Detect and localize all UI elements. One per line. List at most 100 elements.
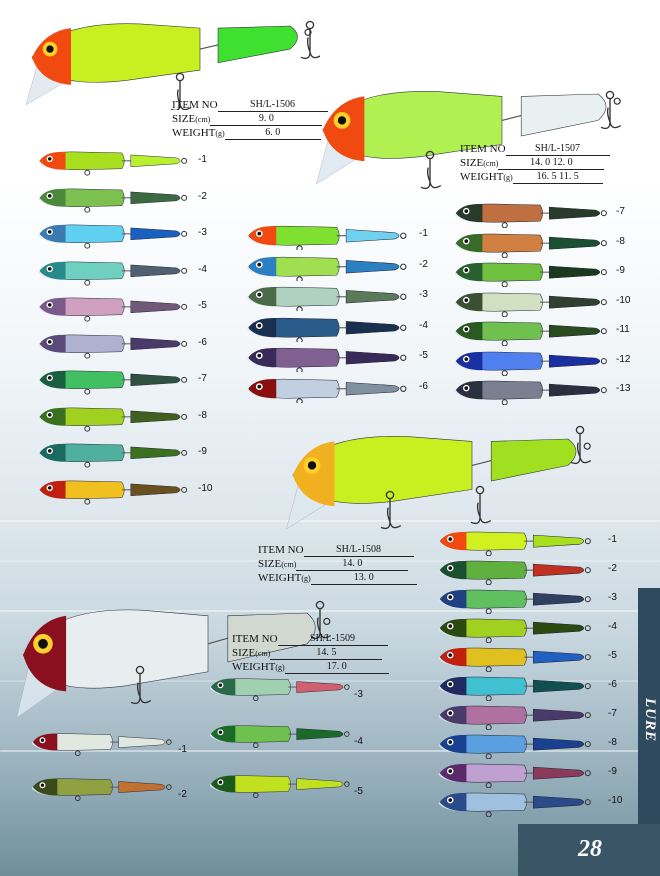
water-ripple — [0, 560, 660, 562]
water-ripple — [0, 520, 660, 522]
variant-lure — [454, 351, 607, 376]
variant-lure — [38, 480, 188, 505]
size-label: SIZE(cm) — [172, 113, 211, 125]
hero-lure-1507 — [315, 90, 622, 190]
weight-value: 16. 5 11. 5 — [512, 170, 603, 184]
hero-lure-1508 — [285, 425, 592, 530]
variant-lure — [31, 778, 172, 802]
variant-number: -3 — [354, 689, 363, 700]
weight-label: WEIGHT(g) — [258, 572, 311, 584]
variant-number: -10 — [616, 294, 631, 306]
variant-number: -3 — [419, 289, 428, 300]
item-no-label: ITEM NO — [172, 99, 218, 111]
variant-number: -11 — [616, 324, 630, 335]
variant-number: -7 — [616, 206, 625, 217]
variant-lure — [38, 334, 188, 359]
variant-number: -4 — [419, 319, 428, 331]
variant-lure — [438, 618, 591, 643]
variant-number: -5 — [608, 650, 617, 661]
section-tab: LURE — [638, 588, 660, 824]
variant-lure — [38, 188, 188, 213]
variant-lure — [454, 292, 607, 317]
variant-number: -9 — [608, 766, 617, 777]
weight-value: 6. 0 — [224, 126, 321, 140]
variant-number: -7 — [608, 708, 617, 719]
item-no-label: ITEM NO — [232, 633, 278, 645]
item-no-label: ITEM NO — [460, 143, 506, 155]
weight-value: 17. 0 — [284, 660, 389, 674]
variant-number: -8 — [608, 737, 617, 748]
item-no-value: SH/L-1507 — [505, 142, 610, 156]
item-no-value: SH/L-1508 — [303, 543, 414, 557]
variant-lure — [247, 256, 407, 281]
variant-number: -4 — [608, 621, 617, 632]
weight-label: WEIGHT(g) — [232, 661, 285, 673]
size-label: SIZE(cm) — [460, 157, 499, 169]
water-ripple — [0, 680, 660, 682]
variant-lure — [247, 317, 407, 342]
variant-lure — [38, 261, 188, 286]
variant-lure — [438, 734, 591, 759]
variant-number: -2 — [419, 258, 428, 270]
page-number-box: 28 — [518, 824, 660, 876]
variant-number: -3 — [608, 592, 617, 603]
variant-lure — [247, 225, 407, 250]
variant-number: -7 — [198, 373, 207, 384]
variant-lure — [38, 443, 188, 468]
variant-lure — [438, 647, 591, 672]
variant-lure — [438, 531, 591, 556]
variant-number: -2 — [608, 563, 617, 574]
variant-number: -6 — [608, 679, 617, 690]
size-label: SIZE(cm) — [258, 558, 297, 570]
variant-lure — [38, 407, 188, 432]
variant-lure — [247, 286, 407, 311]
hero-lure-1509 — [16, 600, 332, 719]
variant-lure — [438, 676, 591, 701]
variant-number: -3 — [198, 227, 207, 238]
variant-number: -5 — [354, 786, 363, 797]
variant-lure — [38, 297, 188, 322]
size-value: 14. 0 — [296, 557, 409, 571]
variant-lure — [454, 380, 607, 405]
variant-lure — [247, 378, 407, 403]
variant-number: -13 — [616, 383, 631, 394]
item-no-value: SH/L-1509 — [277, 632, 388, 646]
variant-lure — [438, 763, 591, 788]
variant-number: -5 — [419, 350, 428, 361]
variant-number: -12 — [616, 353, 631, 365]
variant-lure — [38, 370, 188, 395]
variant-lure — [438, 560, 591, 585]
variant-number: -10 — [198, 482, 213, 494]
variant-lure — [454, 321, 607, 346]
size-value: 9. 0 — [210, 112, 323, 126]
variant-lure — [454, 233, 607, 258]
variant-lure — [454, 203, 607, 228]
variant-number: -6 — [198, 336, 207, 348]
variant-lure — [38, 224, 188, 249]
variant-number: -2 — [178, 789, 187, 800]
variant-lure — [38, 151, 188, 176]
variant-lure — [438, 589, 591, 614]
variant-number: -8 — [616, 235, 625, 247]
variant-lure — [31, 733, 172, 757]
hero-lure-1506 — [25, 20, 320, 110]
size-label: SIZE(cm) — [232, 647, 271, 659]
variant-number: -9 — [198, 446, 207, 457]
variant-lure — [247, 347, 407, 372]
water-ripple — [0, 750, 660, 752]
variant-number: -9 — [616, 265, 625, 276]
weight-label: WEIGHT(g) — [460, 171, 513, 183]
variant-lure — [438, 705, 591, 730]
weight-label: WEIGHT(g) — [172, 127, 225, 139]
variant-number: -4 — [198, 263, 207, 275]
variant-lure — [454, 262, 607, 287]
variant-number: -1 — [419, 228, 428, 239]
variant-number: -1 — [178, 744, 187, 755]
variant-number: -1 — [198, 154, 207, 165]
item-no-label: ITEM NO — [258, 544, 304, 556]
